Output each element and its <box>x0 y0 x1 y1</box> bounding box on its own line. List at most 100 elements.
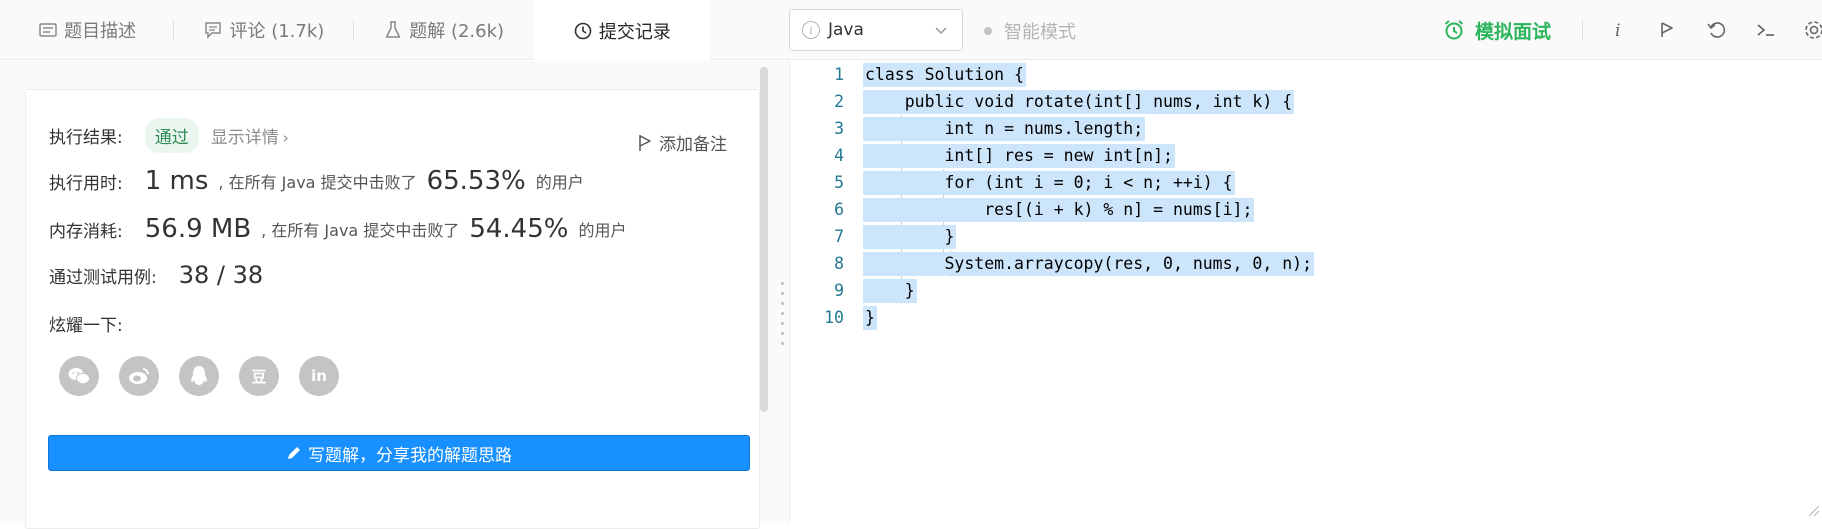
top-bar: 题目描述 评论 (1.7k) 题解 (2.6k) 提交记录 i Java <box>0 0 1822 61</box>
code-line: 9 } <box>790 277 1822 304</box>
code-line: 4 int[] res = new int[n]; <box>790 142 1822 169</box>
code-line: 1 class Solution { <box>790 61 1822 88</box>
resizer-grip <box>781 342 784 345</box>
code-text: class Solution { <box>863 63 1026 87</box>
tab-solutions[interactable]: 题解 (2.6k) <box>354 0 534 60</box>
status-label: 执行结果: <box>49 128 123 148</box>
smart-mode-toggle[interactable]: 智能模式 <box>984 18 1076 44</box>
resizer-grip <box>781 282 784 285</box>
line-number: 7 <box>834 227 844 246</box>
settings-icon[interactable] <box>1800 16 1822 44</box>
runtime-value: 1 ms <box>144 166 209 196</box>
chevron-right-icon: › <box>282 129 289 147</box>
memory-suffix: 的用户 <box>578 221 627 240</box>
language-value: Java <box>828 20 864 40</box>
wechat-icon[interactable] <box>59 356 99 396</box>
code-text: res[(i + k) % n] = nums[i]; <box>863 198 1255 222</box>
show-details-label: 显示详情 <box>210 128 279 148</box>
chevron-down-icon <box>934 22 948 42</box>
reset-icon[interactable] <box>1703 16 1731 44</box>
line-number: 1 <box>834 65 844 84</box>
tab-description[interactable]: 题目描述 <box>0 0 175 60</box>
description-icon <box>38 20 58 40</box>
run-icon[interactable] <box>1653 16 1681 44</box>
code-text: for (int i = 0; i < n; ++i) { <box>863 171 1235 195</box>
write-solution-button[interactable]: 写题解，分享我的解题思路 <box>48 435 750 471</box>
tab-label: 题解 (2.6k) <box>409 21 505 42</box>
tab-submissions[interactable]: 提交记录 <box>533 0 710 61</box>
tab-comments[interactable]: 评论 (1.7k) <box>174 0 354 60</box>
info-icon: i <box>802 21 820 39</box>
show-details-link[interactable]: 显示详情› <box>211 123 289 148</box>
tab-divider <box>173 20 175 40</box>
memory-percentile: 54.45% <box>469 214 569 244</box>
code-text: public void rotate(int[] nums, int k) { <box>863 90 1295 114</box>
console-icon[interactable] <box>1752 16 1780 44</box>
code-line: 3 int n = nums.length; <box>790 115 1822 142</box>
submission-result-card: 执行结果: 通过 显示详情› 添加备注 执行用时: 1 ms , 在所有 Jav… <box>25 89 760 529</box>
linkedin-icon[interactable]: in <box>299 356 339 396</box>
language-select[interactable]: i Java <box>789 9 963 51</box>
memory-label: 内存消耗: <box>49 221 123 242</box>
douban-icon[interactable]: 豆 <box>239 356 279 396</box>
toolbar-divider <box>1582 19 1583 41</box>
share-label-row: 炫耀一下: <box>49 311 123 336</box>
resizer-grip <box>781 312 784 315</box>
code-text: } <box>863 225 957 249</box>
tab-bar: 题目描述 评论 (1.7k) 题解 (2.6k) 提交记录 <box>0 0 710 61</box>
tests-label: 通过测试用例: <box>49 267 157 288</box>
line-number: 3 <box>834 119 844 138</box>
runtime-row: 执行用时: 1 ms , 在所有 Java 提交中击败了 65.53% 的用户 <box>49 166 584 196</box>
line-number: 9 <box>834 281 844 300</box>
memory-text: , 在所有 Java 提交中击败了 <box>261 221 460 240</box>
add-note-button[interactable]: 添加备注 <box>638 130 727 155</box>
code-text: } <box>863 279 917 303</box>
status-badge: 通过 <box>144 118 199 153</box>
tab-label: 题目描述 <box>64 21 137 42</box>
resizer-grip <box>781 302 784 305</box>
share-label: 炫耀一下: <box>49 316 123 336</box>
weibo-icon[interactable] <box>119 356 159 396</box>
tab-label: 提交记录 <box>598 21 671 43</box>
mock-interview-button[interactable]: 模拟面试 <box>1443 14 1551 46</box>
tests-value: 38 / 38 <box>178 261 264 289</box>
result-row: 执行结果: 通过 显示详情› <box>49 118 289 153</box>
qq-icon[interactable] <box>179 356 219 396</box>
memory-value: 56.9 MB <box>144 214 252 244</box>
line-number: 8 <box>834 254 844 273</box>
code-line: 8 System.arraycopy(res, 0, nums, 0, n); <box>790 250 1822 277</box>
svg-text:i: i <box>1615 21 1620 40</box>
line-number: 4 <box>834 146 844 165</box>
share-buttons: 豆 in <box>59 356 359 396</box>
status-dot <box>984 27 992 35</box>
code-line: 10 } <box>790 304 1822 331</box>
line-number: 6 <box>834 200 844 219</box>
linkedin-glyph: in <box>311 367 327 385</box>
resize-handle-icon[interactable] <box>1806 502 1820 521</box>
write-solution-label: 写题解，分享我的解题思路 <box>308 445 512 466</box>
submission-panel: 执行结果: 通过 显示详情› 添加备注 执行用时: 1 ms , 在所有 Jav… <box>0 61 775 529</box>
tests-row: 通过测试用例: 38 / 38 <box>49 261 263 289</box>
line-number: 10 <box>824 308 844 327</box>
panel-scrollbar[interactable] <box>760 67 768 412</box>
code-editor[interactable]: 1 class Solution { 2 public void rotate(… <box>789 61 1822 523</box>
alarm-clock-icon <box>1443 19 1465 41</box>
runtime-suffix: 的用户 <box>535 173 584 192</box>
code-line: 7 } <box>790 223 1822 250</box>
mock-interview-label: 模拟面试 <box>1475 20 1552 43</box>
code-text: } <box>863 306 877 330</box>
code-line: 2 public void rotate(int[] nums, int k) … <box>790 88 1822 115</box>
tab-label: 评论 (1.7k) <box>229 21 325 42</box>
comment-icon <box>203 20 223 40</box>
tab-divider <box>352 20 354 40</box>
pencil-icon <box>286 445 302 461</box>
code-text: int n = nums.length; <box>863 117 1146 141</box>
flag-icon <box>638 134 652 152</box>
info-icon[interactable]: i <box>1604 16 1632 44</box>
resizer-grip <box>781 292 784 295</box>
runtime-text: , 在所有 Java 提交中击败了 <box>218 173 417 192</box>
resizer-grip <box>781 322 784 325</box>
memory-row: 内存消耗: 56.9 MB , 在所有 Java 提交中击败了 54.45% 的… <box>49 214 626 244</box>
flask-icon <box>383 20 403 40</box>
resizer-grip <box>781 332 784 335</box>
